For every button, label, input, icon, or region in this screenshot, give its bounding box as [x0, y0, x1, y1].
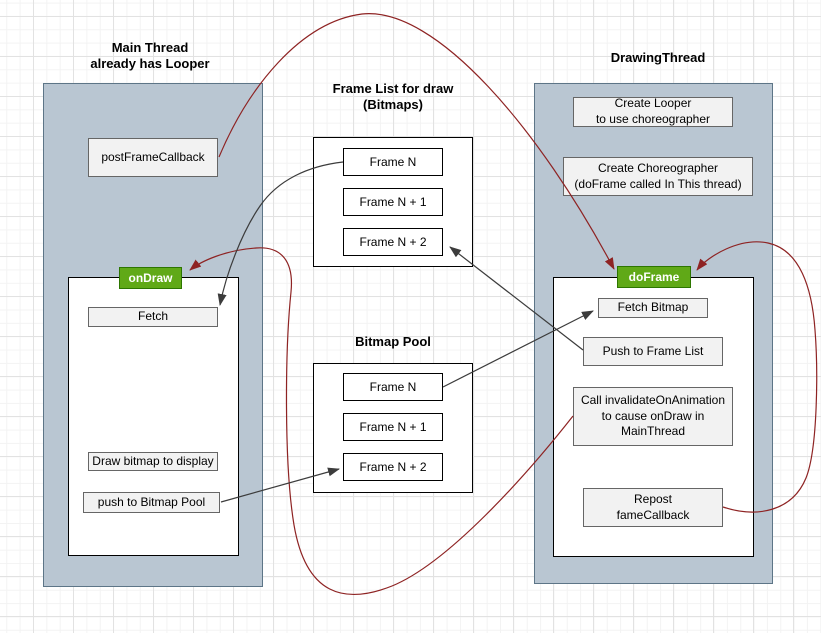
invalidate-line1: Call invalidateOnAnimation	[580, 393, 726, 408]
frame-list-item-n1-label: Frame N + 1	[359, 195, 427, 209]
invalidate-box[interactable]: Call invalidateOnAnimation to cause onDr…	[573, 387, 733, 446]
frame-list-item-n[interactable]: Frame N	[343, 148, 443, 176]
bitmap-pool-item-n1[interactable]: Frame N + 1	[343, 413, 443, 441]
drawing-thread-title: DrawingThread	[610, 50, 706, 65]
invalidate-line3: MainThread	[620, 424, 686, 439]
fetch-bitmap-label: Fetch Bitmap	[617, 300, 689, 315]
push-to-frame-list-box[interactable]: Push to Frame List	[583, 337, 723, 366]
invalidate-line2: to cause onDraw in	[601, 408, 705, 423]
repost-line1: Repost	[633, 491, 673, 506]
draw-bitmap-label: Draw bitmap to display	[92, 453, 214, 468]
bitmap-pool-item-n2-label: Frame N + 2	[359, 460, 427, 474]
create-choreographer-line2: (doFrame called In This thread)	[574, 176, 742, 191]
post-frame-callback-box[interactable]: postFrameCallback	[88, 138, 218, 177]
fetch-bitmap-box[interactable]: Fetch Bitmap	[598, 298, 708, 318]
main-thread-title-line1: Main Thread	[111, 40, 189, 55]
fetch-label: Fetch	[137, 309, 168, 324]
draw-bitmap-box[interactable]: Draw bitmap to display	[88, 452, 218, 471]
bitmap-pool-item-n2[interactable]: Frame N + 2	[343, 453, 443, 481]
create-choreographer-box[interactable]: Create Choreographer (doFrame called In …	[563, 157, 753, 196]
frame-list-title: Frame List for draw (Bitmaps)	[313, 81, 473, 114]
post-frame-callback-label: postFrameCallback	[101, 149, 205, 164]
frame-list-item-n-label: Frame N	[369, 155, 417, 169]
create-looper-line2: to use choreographer	[595, 112, 711, 126]
bitmap-pool-item-n-label: Frame N	[369, 380, 417, 394]
bitmap-pool-title: Bitmap Pool	[355, 334, 431, 349]
repost-box[interactable]: Repost fameCallback	[583, 488, 723, 527]
create-choreographer-line1: Create Choreographer	[597, 160, 719, 175]
create-looper-box[interactable]: Create Looper to use choreographer	[573, 96, 733, 127]
do-frame-box[interactable]: doFrame	[617, 266, 691, 288]
push-to-pool-box[interactable]: push to Bitmap Pool	[83, 492, 220, 513]
frame-list-title-line1: Frame List for draw	[332, 81, 454, 96]
create-looper-line1: Create Looper	[614, 96, 692, 111]
push-to-pool-label: push to Bitmap Pool	[97, 494, 206, 509]
bitmap-pool-item-n[interactable]: Frame N	[343, 373, 443, 401]
main-thread-title-line2: already has Looper	[90, 56, 210, 72]
frame-list-title-line2: (Bitmaps)	[363, 97, 423, 113]
frame-list-item-n2-label: Frame N + 2	[359, 235, 427, 249]
do-frame-label: doFrame	[628, 270, 680, 284]
main-thread-title: Main Thread already has Looper	[55, 40, 245, 73]
bitmap-pool-item-n1-label: Frame N + 1	[359, 420, 427, 434]
on-draw-box[interactable]: onDraw	[119, 267, 182, 289]
frame-list-item-n2[interactable]: Frame N + 2	[343, 228, 443, 256]
on-draw-label: onDraw	[128, 271, 173, 285]
push-to-frame-list-label: Push to Frame List	[602, 343, 704, 358]
frame-list-item-n1[interactable]: Frame N + 1	[343, 188, 443, 216]
fetch-box[interactable]: Fetch	[88, 307, 218, 327]
repost-line2: fameCallback	[616, 507, 690, 522]
